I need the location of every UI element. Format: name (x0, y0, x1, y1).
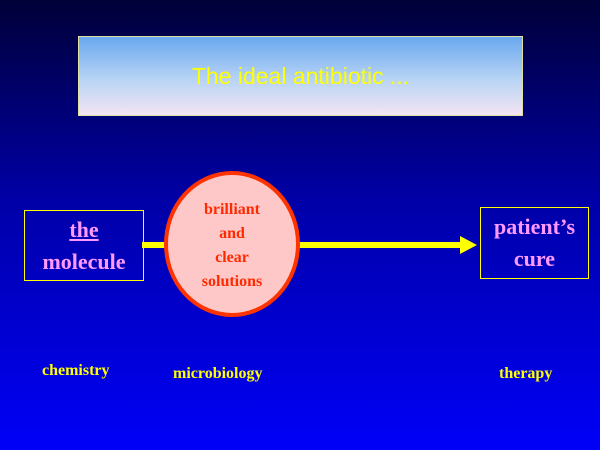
ellipse-line: brilliant (203, 201, 260, 218)
molecule-box: the molecule (24, 210, 144, 281)
patient-box-line2: cure (513, 246, 556, 271)
title-box: The ideal antibiotic ... (78, 36, 523, 116)
molecule-box-line1: the (69, 216, 99, 242)
solutions-ellipse (164, 171, 300, 317)
label-chemistry: chemistry (42, 362, 110, 379)
label-microbiology: microbiology (173, 365, 263, 382)
slide-title: The ideal antibiotic ... (191, 62, 410, 89)
molecule-box-line2: molecule (42, 248, 126, 274)
patient-cure-box: patient’s cure (480, 207, 589, 279)
label-therapy: therapy (499, 365, 553, 382)
ellipse-text: brilliant and clear solutions (165, 198, 299, 294)
patient-box-line1: patient’s (493, 214, 576, 239)
ellipse-line: solutions (201, 273, 263, 290)
ellipse-line: clear (215, 249, 249, 266)
arrow-head (460, 236, 477, 254)
ellipse-line: and (219, 225, 245, 242)
